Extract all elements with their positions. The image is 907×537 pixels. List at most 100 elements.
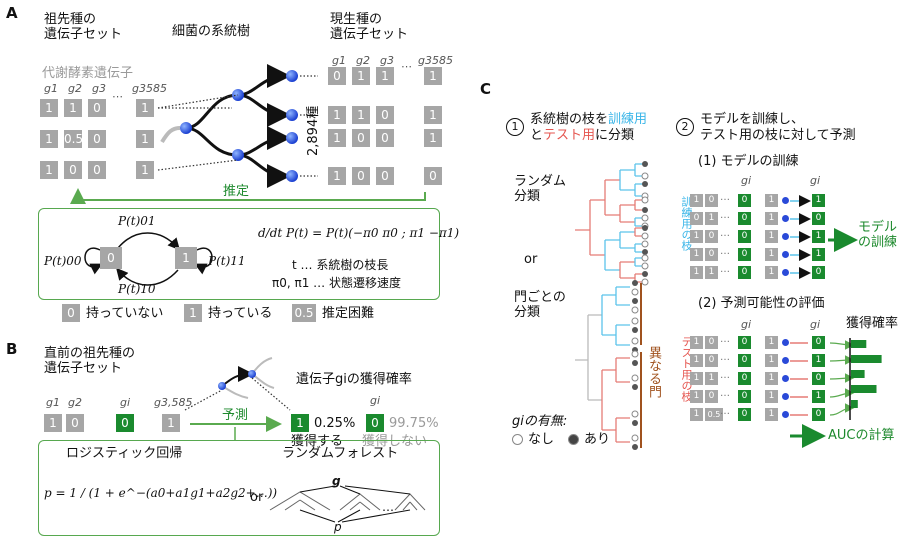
matrix-cell: 1: [765, 336, 778, 349]
gene-cell: 1: [352, 67, 370, 85]
matrix-cell: 1: [765, 230, 778, 243]
infer-arrow: [70, 188, 426, 204]
matrix-cell: 1: [765, 248, 778, 261]
random-forest-trees: [269, 485, 426, 523]
ellipsis: …: [720, 352, 730, 363]
gene-cell: 1: [44, 414, 62, 432]
p01-label: P(t)01: [118, 214, 156, 228]
train-gi-header-2: gi: [810, 174, 821, 187]
matrix-cell: 1: [765, 194, 778, 207]
node-lower: [232, 149, 244, 161]
matrix-cell: 1: [690, 408, 703, 421]
node-dot: [782, 339, 789, 346]
matrix-cell: 1: [705, 372, 718, 385]
logistic-title: ロジスティック回帰: [66, 446, 183, 461]
leaf-1: [286, 70, 298, 82]
train-result-label: モデル の訓練: [858, 220, 898, 250]
legend-swatch: 0: [62, 304, 80, 322]
t-desc: t … 系統樹の枝長: [292, 258, 389, 272]
gene-header: g3: [92, 82, 106, 95]
gene-cell: 1: [424, 106, 442, 124]
different-phylum-label: 異なる門: [646, 346, 661, 398]
tree-phylum: [575, 286, 630, 443]
node-dot: [782, 197, 789, 204]
matrix-cell: 0: [705, 354, 718, 367]
matrix-cell: 0: [738, 248, 751, 261]
node-root: [180, 122, 192, 134]
gene-cell: 1: [40, 99, 58, 117]
infer-label: 推定: [220, 184, 253, 199]
ellipsis: …: [720, 370, 730, 381]
gain-title: 遺伝子giの獲得確率: [296, 372, 412, 387]
matrix-cell: 0.5: [705, 408, 723, 421]
matrix-cell: 1: [765, 212, 778, 225]
train-gi-header-1: gi: [741, 174, 752, 187]
gene-cell: 0: [88, 161, 106, 179]
gene-cell: 0: [88, 99, 106, 117]
gene-cell: 0.5: [64, 130, 84, 148]
matrix-cell: 0: [738, 408, 751, 421]
gain-prob-label: 獲得確率: [846, 316, 899, 331]
gene-cell: 1: [136, 161, 154, 179]
forest-g: g: [332, 474, 341, 488]
ellipsis: …: [720, 228, 730, 239]
matrix-cell: 0: [812, 266, 825, 279]
ancestor-title: 祖先種の 遺伝子セット: [44, 12, 123, 42]
ellipsis: …: [720, 334, 730, 345]
gene-header: g3585: [418, 54, 453, 67]
step2-line2: テスト用の枝に対して予測: [700, 128, 856, 143]
gain-cell: 1: [291, 414, 309, 432]
matrix-cell: 1: [690, 390, 703, 403]
matrix-cell: 1: [690, 336, 703, 349]
p10-label: P(t)10: [118, 282, 156, 296]
matrix-cell: 0: [738, 194, 751, 207]
forest-dots: …: [382, 500, 394, 514]
tree-title: 細菌の系統樹: [172, 24, 251, 39]
tree-phylum-tips: [631, 280, 639, 450]
gene-cell: 1: [424, 129, 442, 147]
ellipsis: …: [720, 192, 730, 203]
gene-cell: 1: [328, 106, 346, 124]
forest-title: ランダムフォレスト: [282, 446, 399, 461]
matrix-cell: 1: [690, 266, 703, 279]
gene-cell: 0: [88, 130, 106, 148]
matrix-cell: 1: [812, 194, 825, 207]
matrix-cell: 0: [705, 248, 718, 261]
matrix-cell: 1: [765, 266, 778, 279]
step1-number: 1: [506, 118, 524, 136]
or-label-c: or: [524, 252, 538, 267]
step2-number: 2: [676, 118, 694, 136]
test-gi-header-2: gi: [810, 318, 821, 331]
matrix-cell: 1: [765, 390, 778, 403]
ellipsis: …: [720, 406, 730, 417]
forest-p: p: [334, 520, 342, 534]
or-label-b: or: [250, 490, 264, 505]
gain-pct: 0.25%: [314, 416, 356, 431]
gain-label: 獲得する: [291, 434, 344, 449]
legend-swatch: 1: [184, 304, 202, 322]
matrix-cell: 1: [765, 408, 778, 421]
gene-header: g3585: [132, 82, 167, 95]
matrix-cell: 0: [738, 212, 751, 225]
auc-label: AUCの計算: [828, 428, 895, 443]
matrix-cell: 1: [812, 354, 825, 367]
matrix-cell: 0: [705, 194, 718, 207]
gene-cell: 1: [64, 99, 82, 117]
pi-desc: π0, π1 … 状態遷移速度: [272, 276, 401, 290]
dotted-connectors: [157, 75, 318, 177]
gene-cell: 0: [376, 129, 394, 147]
matrix-cell: 0: [705, 336, 718, 349]
matrix-cell: 0: [738, 390, 751, 403]
matrix-cell: 0: [738, 266, 751, 279]
b-ancestor-title: 直前の祖先種の 遺伝子セット: [44, 346, 136, 376]
node-dot: [782, 233, 789, 240]
rate-equation: d/dt P(t) = P(t)(−π0 π0 ; π1 −π1): [258, 226, 460, 240]
ellipsis: …: [720, 388, 730, 399]
node-dot: [782, 251, 789, 258]
p11-label: P(t)11: [208, 254, 246, 268]
gene-cell: 0: [66, 414, 84, 432]
gene-cell: 1: [352, 106, 370, 124]
state-model-arrows: [84, 232, 213, 286]
matrix-cell: 1: [765, 372, 778, 385]
